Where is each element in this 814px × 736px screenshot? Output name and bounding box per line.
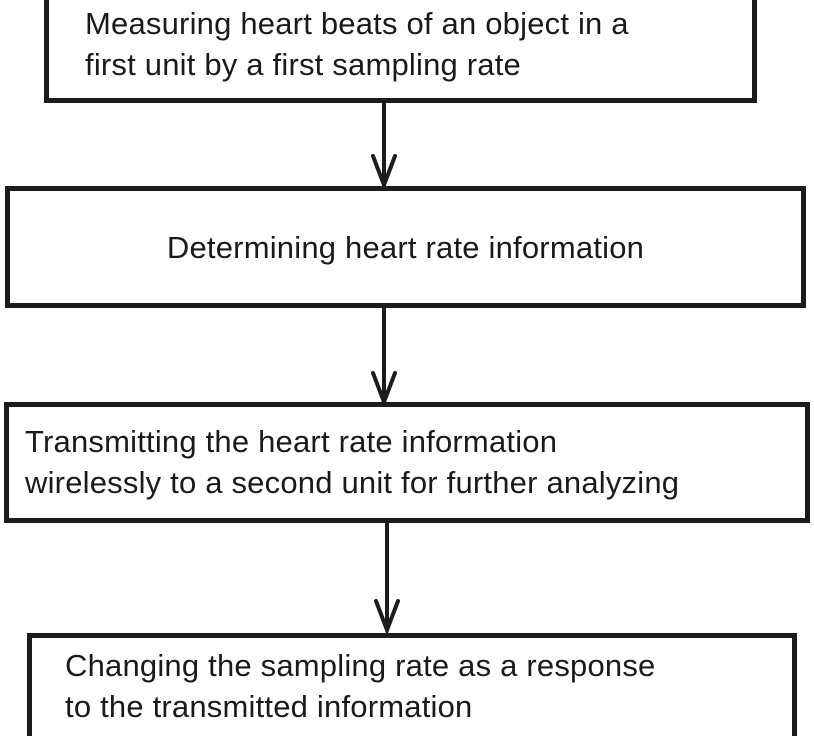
flow-step-transmitting-information: Transmitting the heart rate information … xyxy=(4,402,810,523)
arrow-down-icon xyxy=(374,523,400,633)
step-text-line: Measuring heart beats of an object in a xyxy=(85,6,629,41)
step-text-line: Changing the sampling rate as a response xyxy=(65,648,656,683)
step-text-line: wirelessly to a second unit for further … xyxy=(25,465,680,500)
flow-step-determining-heart-rate: Determining heart rate information xyxy=(5,186,806,308)
flow-step-measuring-heart-beats: Measuring heart beats of an object in a … xyxy=(44,0,757,103)
step-text-line: first unit by a first sampling rate xyxy=(85,47,521,82)
step-text-line: Transmitting the heart rate information xyxy=(25,424,558,459)
step-text-line: Determining heart rate information xyxy=(166,229,645,265)
flow-step-changing-sampling-rate: Changing the sampling rate as a response… xyxy=(27,633,797,736)
arrow-down-icon xyxy=(371,103,397,188)
arrow-down-icon xyxy=(371,308,397,405)
step-text-line: to the transmitted information xyxy=(65,689,473,724)
